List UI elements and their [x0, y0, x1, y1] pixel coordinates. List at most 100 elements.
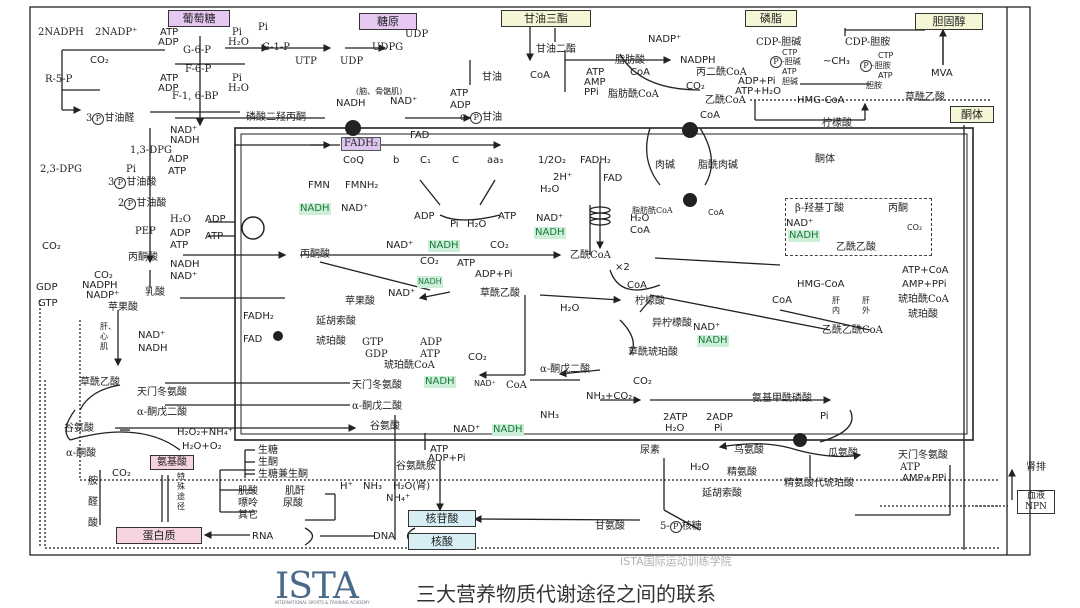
label-coa-akgdh: CoA — [506, 380, 527, 391]
label-mva: MVA — [931, 68, 953, 79]
label-fumarate-urea: 延胡索酸 — [702, 488, 742, 499]
label-glycerol: 甘油 — [482, 72, 502, 83]
triglyceride-box: 甘油三酯 — [501, 10, 591, 27]
label-citrate-top: 柠檬酸 — [822, 118, 852, 129]
label-co2: CO₂ — [90, 55, 109, 66]
label-cdp-ethanolamine: CDP-胆胺 — [845, 37, 891, 48]
label-cyt-aa3: aa₃ — [487, 155, 504, 166]
blood-npn-box: 血液 NPN — [1017, 490, 1055, 514]
label-succinyl-coa-ketone: 琥珀酰CoA — [898, 294, 949, 305]
label-ketogenic: 生酮 — [258, 457, 278, 468]
label-adp-etc: ADP — [414, 211, 435, 222]
label-2h: 2H⁺ — [553, 172, 573, 183]
mitochondria-outer — [234, 127, 974, 441]
carnitine-shuttle-top — [682, 122, 698, 138]
label-amp-ppi-urea: AMP+PPi — [902, 473, 947, 484]
label-gtp-tca: GTP — [362, 337, 384, 348]
label-nadh-3: NADH — [138, 343, 168, 354]
label-adp-pi-pc: ADP+Pi — [475, 269, 513, 280]
label-h2o-2: H₂O — [228, 83, 249, 94]
label-nadph-lipid: NADPH — [680, 55, 716, 66]
label-succinate-ketone: 琥珀酸 — [908, 309, 938, 320]
label-citrulline: 瓜氨酸 — [828, 448, 858, 459]
label-nad: NAD⁺ — [170, 125, 198, 136]
label-coa-ketone: CoA — [772, 295, 792, 306]
label-nadh-beta: NADH — [534, 227, 566, 239]
label-oxaloacetate: 草酰乙酸 — [480, 288, 520, 299]
label-adp-2: ADP — [158, 83, 179, 94]
label-amine: 胺 — [88, 476, 98, 487]
label-atp-ethanolamine: ATP — [878, 71, 893, 80]
label-dhap: 磷酸二羟丙酮 — [246, 112, 306, 123]
label-co2-ketone: CO₂ — [907, 223, 923, 232]
label-atp-3: ATP — [168, 166, 187, 177]
label-adp-glycerol: ADP — [450, 100, 471, 111]
label-adp-tca: ADP — [420, 337, 442, 348]
label-pyruvate: 丙酮酸 — [300, 249, 330, 260]
label-cyt-c: C — [452, 155, 459, 166]
phospholipid-box: 磷脂 — [745, 10, 797, 27]
label-fad-beta: FAD — [603, 173, 623, 184]
label-nad-etc: NAD⁺ — [341, 203, 369, 214]
label-nadp-lipid: NADP⁺ — [648, 34, 682, 45]
label-nh3-kidney: NH₃ — [363, 481, 383, 492]
label-13dpg: 1,3-DPG — [130, 145, 173, 156]
mitochondria-inner — [240, 133, 968, 435]
label-nh3: NH₃ — [540, 410, 560, 421]
diagram-caption: 三大营养物质代谢途径之间的联系 — [416, 582, 716, 606]
label-h2o-etc: H₂O — [540, 184, 560, 195]
label-adp-pi-gs: ADP+Pi — [428, 453, 466, 464]
label-h2o-3: H₂O — [170, 214, 191, 225]
label-nadh-pdh: NADH — [428, 240, 460, 252]
label-nadh-glycerol: NADH — [336, 98, 366, 109]
label-uric-acid: 尿酸 — [283, 498, 303, 509]
label-g6p: G-6-P — [183, 45, 212, 56]
label-p-ethanolamine: P-胆胺 — [860, 60, 891, 72]
label-r5p: R-5-P — [45, 74, 73, 85]
label-cyt-c1: C₁ — [420, 155, 431, 166]
label-h2o2-nh4: H₂O₂+NH₄⁺ — [177, 427, 234, 438]
label-amp: AMP — [584, 77, 606, 88]
label-liver-heart: 肝、心肌 — [100, 322, 116, 351]
label-purine: 嘌呤 — [238, 498, 258, 509]
watermark: ISTA国际运动训练学院 — [620, 555, 732, 568]
label-fad-top: FAD — [410, 130, 430, 141]
label-udp: UDP — [405, 29, 429, 40]
outer-frame — [29, 6, 1031, 556]
label-oaa-top: 草酰乙酸 — [905, 92, 945, 103]
label-cdp-choline: CDP-胆碱 — [756, 37, 802, 48]
label-co2-pdh: CO₂ — [490, 240, 509, 251]
label-atp-left: ATP — [205, 231, 224, 242]
label-atp-2: ATP — [160, 73, 179, 84]
nucleic-acid-box: 核酸 — [408, 533, 476, 550]
label-f6p: F-6-P — [185, 64, 212, 75]
label-akg-transamination: α-酮戊二酸 — [352, 401, 403, 412]
nucleotide-box: 核苷酸 — [408, 510, 476, 527]
label-fadh2-beta: FADH₂ — [580, 155, 611, 166]
label-ketone-body-mid: 酮体 — [815, 154, 835, 165]
label-nad-gdh: NAD⁺ — [453, 424, 481, 435]
label-pi-cps: Pi — [714, 423, 723, 434]
label-carnitine: 肉碱 — [655, 160, 675, 171]
label-f16bp: F-1, 6-BP — [172, 91, 219, 102]
label-dna: DNA — [373, 531, 396, 542]
label-pi-glycogen: Pi — [258, 22, 268, 33]
label-adp-left: ADP — [205, 214, 226, 225]
label-rna: RNA — [252, 531, 274, 542]
label-succinate: 琥珀酸 — [316, 336, 346, 347]
label-atp-lipid: ATP — [586, 67, 605, 78]
label-fumarate: 延胡索酸 — [316, 316, 356, 327]
label-gtp: GTP — [38, 298, 58, 309]
label-nad-3: NAD⁺ — [138, 330, 166, 341]
label-nadp: NADP⁺ — [86, 290, 120, 301]
label-urea: 尿素 — [640, 445, 660, 456]
label-hmg-coa: HMG-CoA — [797, 279, 845, 290]
label-co2-3: CO₂ — [42, 241, 61, 252]
label-co2-idh: CO₂ — [633, 376, 652, 387]
label-renal-excretion: 肾排 — [1026, 462, 1046, 473]
label-oaa-cytosol: 草酰乙酸 — [80, 377, 120, 388]
label-creatinine: 肌酐 — [285, 486, 305, 497]
label-coa-cs: CoA — [627, 280, 647, 291]
